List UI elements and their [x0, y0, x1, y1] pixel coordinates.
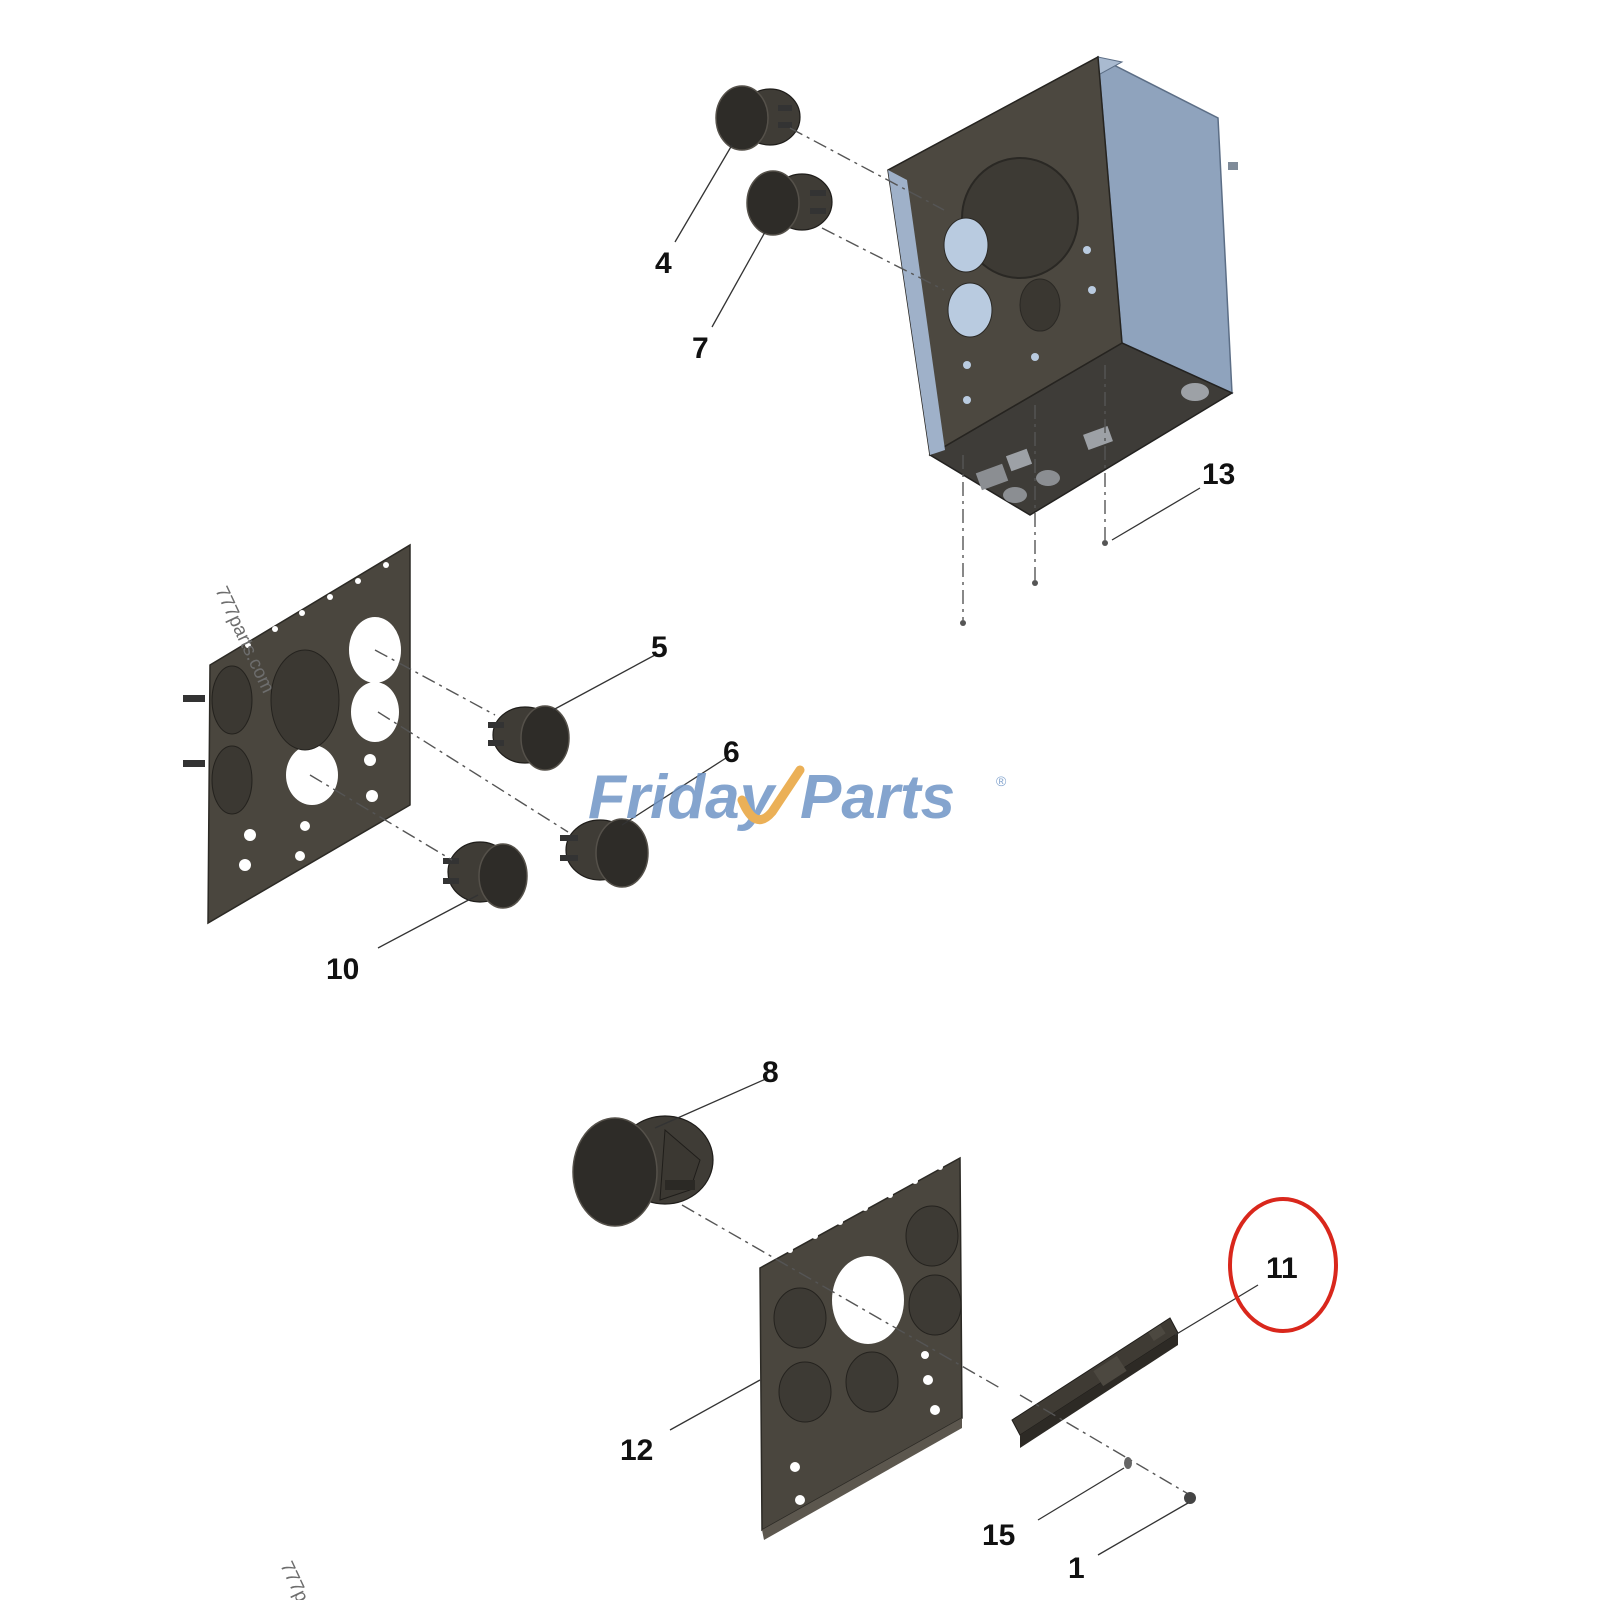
highlight-circle	[1228, 1197, 1338, 1333]
callout-4: 4	[655, 247, 672, 280]
bracket-part-11	[1011, 1317, 1179, 1448]
watermark-brand-logo: Friday Parts ®	[588, 763, 1007, 832]
callout-7: 7	[692, 332, 709, 365]
gauge-part-7	[746, 170, 833, 236]
enclosure-box	[886, 55, 1238, 626]
brand-swoosh-icon	[737, 765, 805, 825]
washer-part-15	[1124, 1457, 1132, 1469]
leader-lines	[377, 144, 1259, 1556]
nut-part-1	[1184, 1492, 1196, 1504]
gauge-part-4	[715, 85, 801, 151]
watermark-side-text-bottom: 777parts.com	[275, 1558, 343, 1600]
callout-15: 15	[982, 1519, 1015, 1552]
callout-11: 11	[1266, 1252, 1298, 1285]
gauge-part-10	[443, 841, 528, 909]
bottom-panel-12	[759, 1156, 963, 1540]
gauge-part-5	[488, 705, 570, 771]
brand-registered-mark: ®	[996, 773, 1007, 789]
callout-6: 6	[723, 736, 740, 769]
callout-10: 10	[326, 953, 359, 986]
brand-right-text: Parts	[800, 763, 955, 832]
gauge-part-8	[572, 1115, 714, 1227]
gauge-part-6	[560, 818, 649, 888]
callout-8: 8	[762, 1056, 779, 1089]
callout-13: 13	[1202, 458, 1235, 491]
callout-1: 1	[1068, 1552, 1085, 1585]
brand-left-text: Friday	[588, 763, 778, 832]
callout-5: 5	[651, 631, 668, 664]
callout-12: 12	[620, 1434, 653, 1467]
